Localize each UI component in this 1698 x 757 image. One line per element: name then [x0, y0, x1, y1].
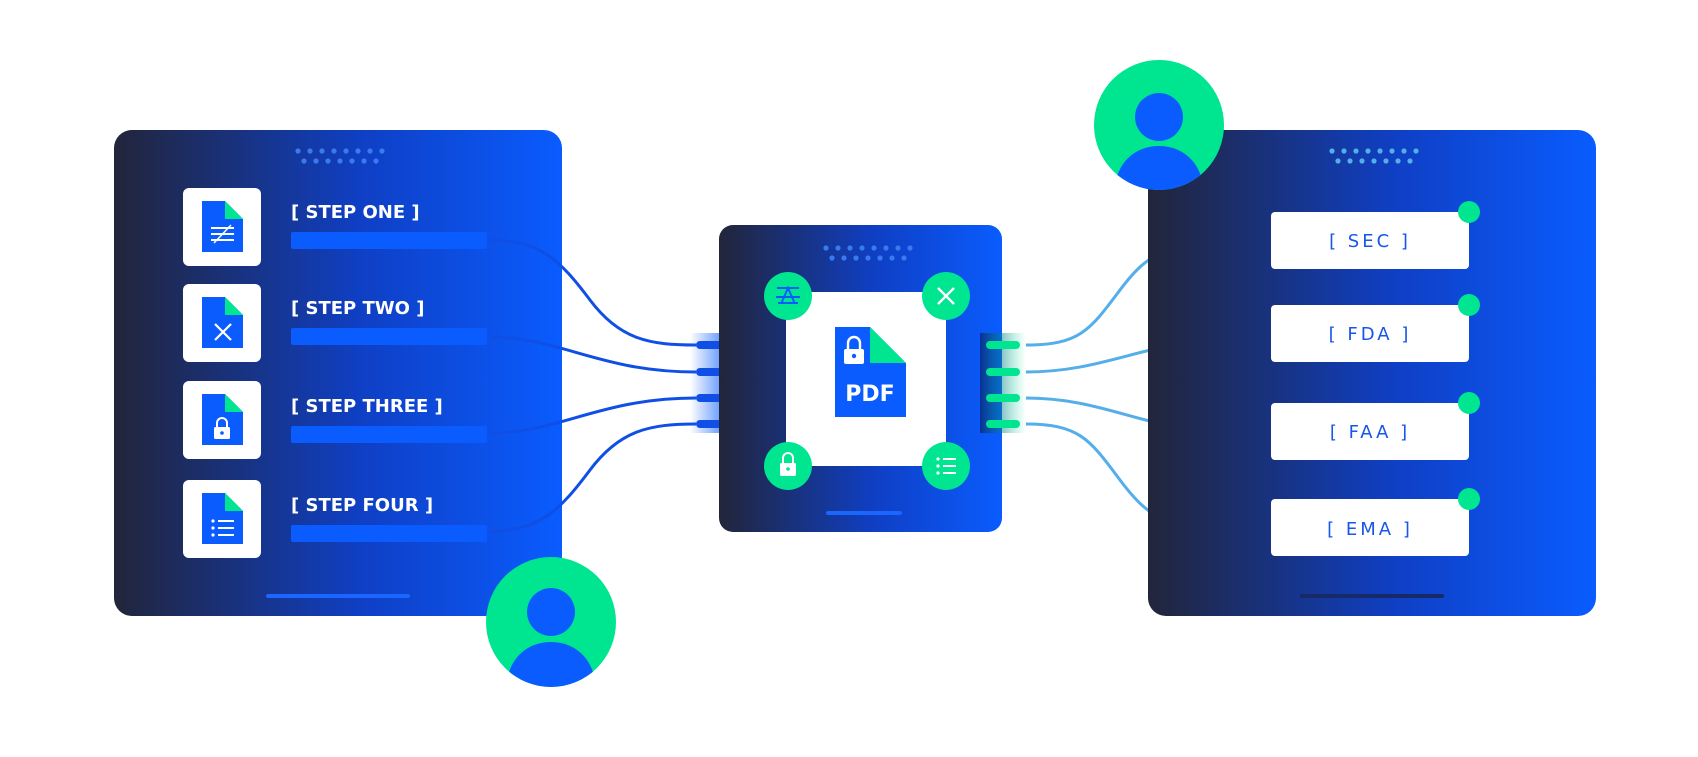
step-label: [ STEP TWO ]: [291, 298, 424, 319]
file-type-label: PDF: [845, 382, 894, 407]
progress-bar: [291, 328, 487, 345]
document-edit-icon: [202, 201, 243, 252]
user-icon: [506, 588, 596, 687]
user-icon: [1114, 93, 1204, 190]
panel-dots: [823, 245, 913, 261]
agency-item[interactable]: [ EMA ]: [1271, 488, 1480, 556]
list-badge[interactable]: [922, 442, 970, 490]
agency-label: [ FDA ]: [1329, 324, 1412, 345]
panel-dots: [295, 148, 385, 164]
agency-item[interactable]: [ FDA ]: [1271, 294, 1480, 362]
agency-label: [ FAA ]: [1330, 422, 1410, 443]
lock-badge[interactable]: [764, 442, 812, 490]
panel-handle: [826, 511, 902, 515]
step-label: [ STEP ONE ]: [291, 202, 420, 223]
steps-panel: [ STEP ONE ] [ STEP TWO ]: [114, 130, 562, 616]
agency-label: [ EMA ]: [1327, 519, 1413, 540]
strikethrough-icon: [776, 285, 800, 305]
step-item[interactable]: [ STEP FOUR ]: [183, 480, 487, 558]
status-dot: [1458, 488, 1480, 510]
document-lock-icon: [202, 394, 243, 445]
agency-item[interactable]: [ FAA ]: [1271, 392, 1480, 460]
processing-panel: PDF: [719, 225, 1002, 532]
panel-handle: [266, 594, 410, 598]
agency-label: [ SEC ]: [1329, 231, 1411, 252]
panel-handle: [1300, 594, 1444, 598]
close-icon: [937, 287, 955, 305]
user-avatar[interactable]: [1094, 60, 1224, 196]
status-dot: [1458, 201, 1480, 223]
progress-bar: [291, 232, 487, 249]
pdf-file-icon: [835, 327, 906, 417]
step-label: [ STEP THREE ]: [291, 396, 443, 417]
document-x-icon: [202, 297, 243, 348]
output-ports: [980, 333, 1026, 433]
document-list-icon: [202, 493, 243, 544]
progress-bar: [291, 525, 487, 542]
list-icon: [936, 457, 956, 475]
agencies-panel: [ SEC ] [ FDA ] [ FAA ] [ EMA ]: [1148, 130, 1596, 616]
progress-bar: [291, 426, 487, 443]
step-item[interactable]: [ STEP ONE ]: [183, 188, 487, 266]
input-connectors: [489, 238, 697, 533]
agency-item[interactable]: [ SEC ]: [1271, 201, 1480, 269]
step-item[interactable]: [ STEP THREE ]: [183, 381, 487, 459]
step-item[interactable]: [ STEP TWO ]: [183, 284, 487, 362]
status-dot: [1458, 392, 1480, 414]
close-badge[interactable]: [922, 272, 970, 320]
strikethrough-badge[interactable]: [764, 272, 812, 320]
user-avatar[interactable]: [486, 557, 616, 692]
panel-dots: [1329, 148, 1419, 164]
status-dot: [1458, 294, 1480, 316]
step-label: [ STEP FOUR ]: [291, 495, 433, 516]
lock-icon: [780, 452, 796, 476]
